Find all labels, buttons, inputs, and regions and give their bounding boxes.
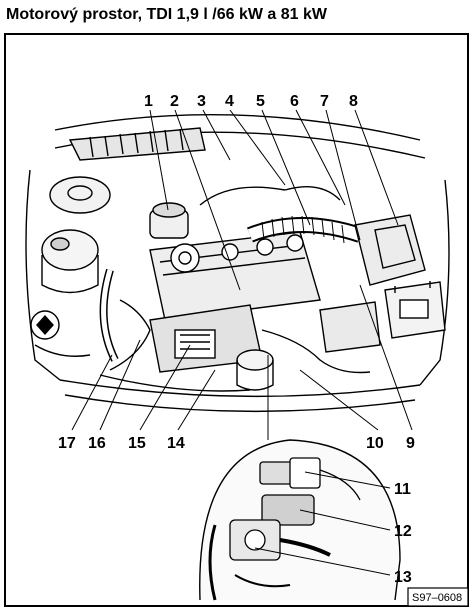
- left-headlamp-area: [30, 310, 91, 357]
- front-crossmember-lower: [64, 394, 416, 413]
- callout-16: 16: [88, 435, 106, 452]
- callout-11: 11: [394, 481, 411, 498]
- callout-12: 12: [394, 523, 412, 540]
- figure-code-box: [407, 587, 469, 607]
- callout-9: 9: [406, 435, 415, 452]
- callout-8: 8: [349, 93, 358, 110]
- callout-1: 1: [144, 93, 153, 110]
- callout-2: 2: [170, 93, 179, 110]
- vacuum-hose-1: [199, 186, 286, 206]
- left-strut-top: [49, 176, 111, 214]
- page-title: Motorový prostor, TDI 1,9 l /66 kW a 81 …: [6, 6, 327, 23]
- figure-code: S97–0608: [412, 592, 462, 604]
- inset-valve-body: [261, 494, 315, 526]
- callout-14: 14: [167, 435, 185, 452]
- callout-17: 17: [58, 435, 76, 452]
- battery: [384, 281, 446, 339]
- callout-13: 13: [394, 569, 412, 586]
- leader-lines: [71, 109, 413, 576]
- callout-7: 7: [320, 93, 329, 110]
- callout-10: 10: [366, 435, 384, 452]
- air-intake-hose: [247, 215, 363, 244]
- right-inner-wing: [419, 179, 450, 386]
- callout-4: 4: [225, 93, 234, 110]
- lower-hose: [99, 374, 251, 392]
- callout-5: 5: [256, 93, 265, 110]
- coolant-reservoir: [41, 229, 99, 294]
- wiper-grille: [68, 127, 206, 161]
- wiper-grille-slats: [89, 128, 184, 158]
- vacuum-hose-2: [284, 186, 341, 201]
- left-inner-wing: [25, 169, 61, 381]
- callout-15: 15: [128, 435, 146, 452]
- front-crossmember: [59, 379, 421, 398]
- callout-3: 3: [197, 93, 206, 110]
- callout-6: 6: [290, 93, 299, 110]
- fuse-box: [319, 301, 381, 353]
- air-filter-housing: [354, 214, 426, 286]
- fuel-lines: [261, 329, 371, 374]
- wiring-loom: [109, 299, 151, 371]
- brake-fluid-reservoir: [149, 202, 189, 239]
- injection-pump: [149, 304, 263, 373]
- fuel-filter: [236, 349, 274, 391]
